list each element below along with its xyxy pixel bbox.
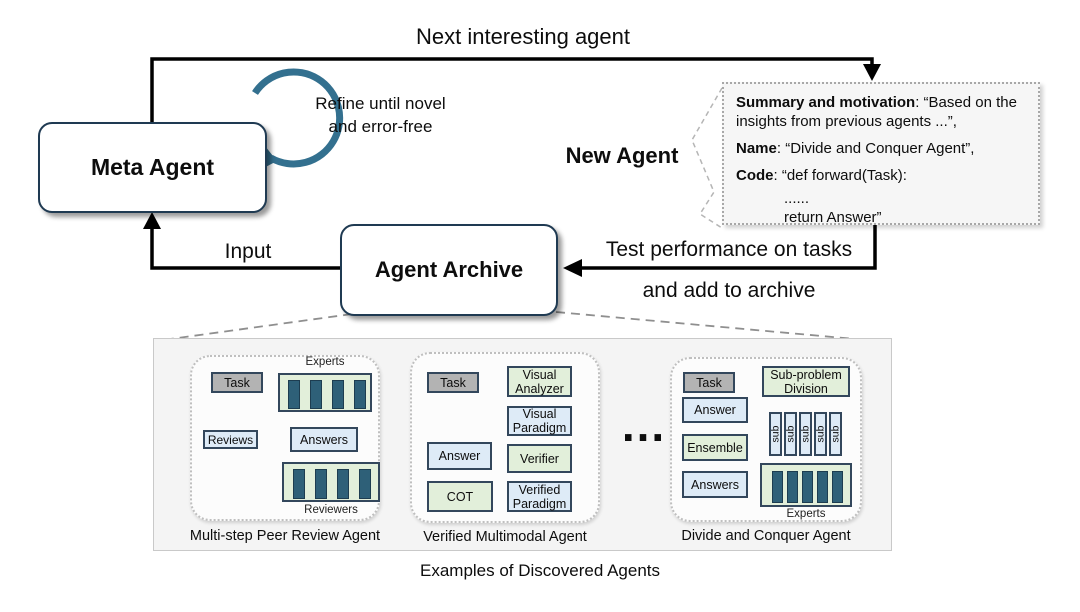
sub-label: sub bbox=[769, 425, 782, 443]
summary-key: Summary and motivation bbox=[736, 94, 916, 111]
sub-box: sub bbox=[769, 412, 782, 456]
refine-loop-label: Refine until novel and error-free bbox=[288, 92, 473, 138]
card1-caption: Multi-step Peer Review Agent bbox=[189, 528, 381, 544]
test-performance-label-line2: and add to archive bbox=[642, 279, 816, 302]
cot-box: COT bbox=[427, 481, 493, 512]
code-line: Code: “def forward(Task): bbox=[736, 166, 1026, 185]
card3-caption: Divide and Conquer Agent bbox=[681, 528, 851, 544]
visual-analyzer-box: Visual Analyzer bbox=[507, 366, 572, 397]
test-performance-label-line1: Test performance on tasks bbox=[605, 238, 853, 261]
verified-paradigm-box: Verified Paradigm bbox=[507, 481, 572, 512]
summary-line: Summary and motivation: “Based on the in… bbox=[736, 93, 1026, 131]
task-box: Task bbox=[427, 372, 479, 393]
new-agent-callout-dashes bbox=[691, 87, 723, 229]
code-ellipsis-line: ...... bbox=[784, 190, 810, 207]
expert-bar bbox=[817, 471, 828, 503]
ellipsis-icon: ... bbox=[621, 399, 667, 451]
sub-box: sub bbox=[829, 412, 842, 456]
arrowhead-into-new-agent bbox=[863, 64, 881, 81]
reviewers-box bbox=[282, 462, 380, 502]
reviewer-bar bbox=[293, 469, 305, 499]
expert-bar bbox=[787, 471, 798, 503]
experts-label: Experts bbox=[305, 356, 345, 368]
code-value: : “def forward(Task): bbox=[773, 167, 907, 184]
examples-title: Examples of Discovered Agents bbox=[419, 561, 660, 580]
expert-bar bbox=[288, 380, 300, 409]
sub-label: sub bbox=[829, 425, 842, 443]
answers-box: Answers bbox=[682, 471, 748, 498]
expert-bar bbox=[310, 380, 322, 409]
sub-box: sub bbox=[799, 412, 812, 456]
expert-bar bbox=[332, 380, 344, 409]
experts-label: Experts bbox=[786, 508, 826, 520]
sub-box: sub bbox=[784, 412, 797, 456]
reviewer-bar bbox=[359, 469, 371, 499]
ensemble-box: Ensemble bbox=[682, 434, 748, 461]
refine-line1: Refine until novel bbox=[315, 94, 446, 113]
experts-box bbox=[278, 373, 372, 412]
next-interesting-agent-label: Next interesting agent bbox=[415, 24, 631, 49]
card2-caption: Verified Multimodal Agent bbox=[423, 529, 587, 545]
sub-label: sub bbox=[799, 425, 812, 443]
agent-archive-title: Agent Archive bbox=[374, 257, 524, 282]
name-line: Name: “Divide and Conquer Agent”, bbox=[736, 139, 1026, 158]
archive-expansion-dash-left bbox=[155, 313, 353, 342]
answer-box: Answer bbox=[427, 442, 492, 470]
reviewers-label: Reviewers bbox=[304, 504, 358, 516]
meta-agent-title: Meta Agent bbox=[90, 154, 215, 180]
code-key: Code bbox=[736, 167, 774, 184]
sub-box: sub bbox=[814, 412, 827, 456]
answer-box: Answer bbox=[682, 397, 748, 423]
name-value: : “Divide and Conquer Agent”, bbox=[776, 140, 975, 157]
expert-bar bbox=[832, 471, 843, 503]
expert-bar bbox=[802, 471, 813, 503]
visual-paradigm-box: Visual Paradigm bbox=[507, 406, 572, 436]
meta-agent-box: Meta Agent bbox=[38, 122, 267, 213]
summary-value: : “Based on the insights from previous a… bbox=[736, 94, 1017, 130]
new-agent-label: New Agent bbox=[565, 143, 679, 168]
reviewer-bar bbox=[315, 469, 327, 499]
new-agent-detail-card: Summary and motivation: “Based on the in… bbox=[722, 82, 1040, 226]
expert-bar bbox=[772, 471, 783, 503]
reviewer-bar bbox=[337, 469, 349, 499]
reviews-box: Reviews bbox=[203, 430, 258, 449]
experts-box bbox=[760, 463, 852, 507]
verifier-box: Verifier bbox=[507, 444, 572, 473]
expert-bar bbox=[354, 380, 366, 409]
arrowhead-into-agent-archive bbox=[563, 259, 582, 277]
answers-box: Answers bbox=[290, 427, 358, 452]
name-key: Name bbox=[736, 140, 777, 157]
sub-label: sub bbox=[814, 425, 827, 443]
code-return-line: return Answer” bbox=[784, 209, 882, 226]
arrowhead-into-meta-agent bbox=[143, 212, 161, 229]
task-box: Task bbox=[683, 372, 735, 393]
task-box: Task bbox=[211, 372, 263, 393]
refine-line2: and error-free bbox=[328, 117, 433, 136]
subproblem-division-box: Sub-problem Division bbox=[762, 366, 850, 397]
agent-archive-box: Agent Archive bbox=[340, 224, 558, 316]
sub-label: sub bbox=[784, 425, 797, 443]
input-label: Input bbox=[224, 240, 272, 263]
